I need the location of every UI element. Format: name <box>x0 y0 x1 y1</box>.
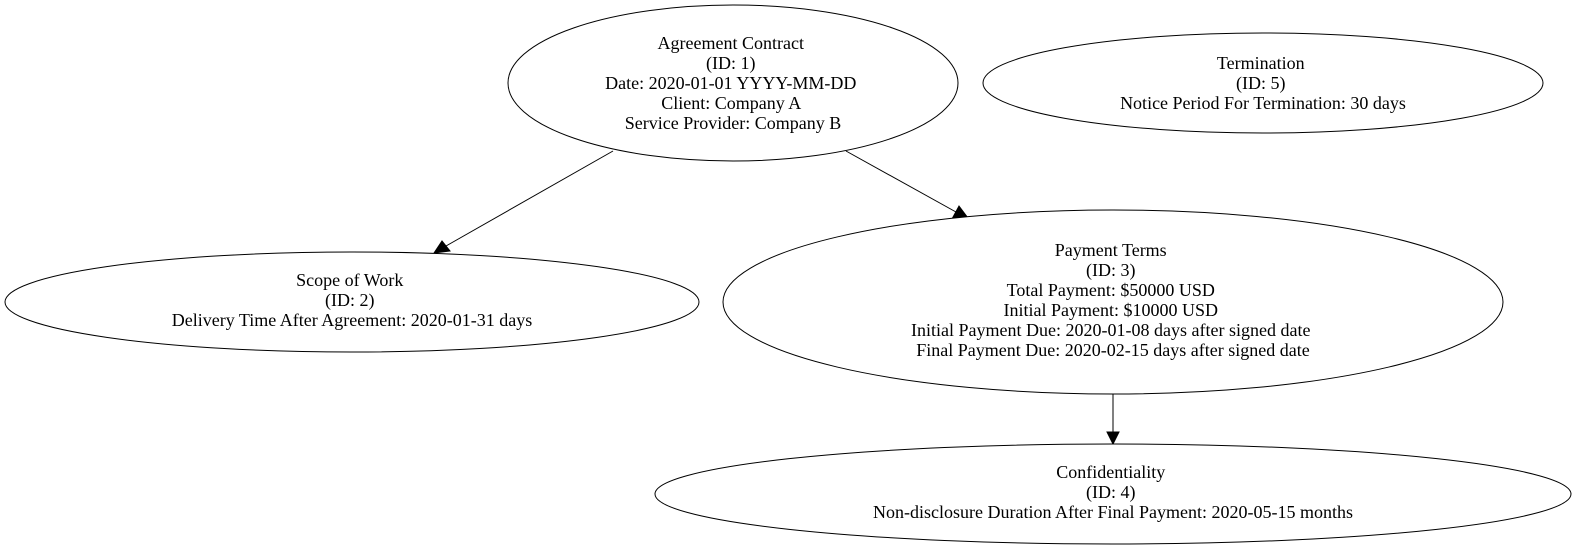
node-id: (ID: 4) <box>1086 482 1135 503</box>
node-detail: Delivery Time After Agreement: 2020-01-3… <box>172 310 532 330</box>
edge-1-to-3 <box>845 150 969 220</box>
node-detail: Total Payment: $50000 USD <box>1007 280 1215 300</box>
node-detail: Initial Payment Due: 2020-01-08 days aft… <box>911 320 1310 340</box>
node-id: (ID: 3) <box>1086 260 1135 281</box>
node-title: Termination <box>1217 53 1305 73</box>
node-detail: Notice Period For Termination: 30 days <box>1120 93 1406 113</box>
node-detail: Date: 2020-01-01 YYYY-MM-DD <box>605 73 856 93</box>
edge-1-to-2 <box>432 150 614 254</box>
node-id: (ID: 5) <box>1236 73 1285 94</box>
svg-text:Payment Terms (ID: 3): Payment Terms (ID: 3) Total Payment: $50… <box>911 240 1315 360</box>
node-title: Payment Terms <box>1055 240 1167 260</box>
node-detail: Service Provider: Company B <box>625 113 841 133</box>
edge-3-to-4 <box>1106 394 1120 446</box>
node-title: Agreement Contract <box>658 33 804 53</box>
node-title: Scope of Work <box>296 270 403 290</box>
node-detail: Client: Company A <box>661 93 801 113</box>
svg-text:Scope of Work (ID: 2): Scope of Work (ID: 2) Delivery Time Afte… <box>172 270 532 330</box>
node-confidentiality: Confidentiality (ID: 4) Non-disclosure D… <box>654 443 1572 545</box>
node-title: Confidentiality <box>1056 462 1165 482</box>
node-id: (ID: 1) <box>706 53 755 74</box>
node-scope-of-work: Scope of Work (ID: 2) Delivery Time Afte… <box>4 251 700 353</box>
arrowhead-icon <box>432 240 451 254</box>
node-payment-terms: Payment Terms (ID: 3) Total Payment: $50… <box>722 209 1504 395</box>
node-detail: Initial Payment: $10000 USD <box>1004 300 1219 320</box>
arrowhead-icon <box>1106 431 1120 446</box>
svg-text:Termination (ID: 5): Termination (ID: 5) Notice Period For Te… <box>1120 53 1406 113</box>
svg-text:Confidentiality (ID: 4: Confidentiality (ID: 4) Non-disclosure D… <box>873 462 1353 522</box>
node-detail: Final Payment Due: 2020-02-15 days after… <box>916 340 1309 360</box>
node-termination: Termination (ID: 5) Notice Period For Te… <box>982 32 1544 134</box>
node-id: (ID: 2) <box>325 290 374 311</box>
svg-text:Agreement Contract (ID: Agreement Contract (ID: 1) Date: 2020-01… <box>605 33 861 133</box>
node-agreement-contract: Agreement Contract (ID: 1) Date: 2020-01… <box>507 4 959 162</box>
node-detail: Non-disclosure Duration After Final Paym… <box>873 502 1353 522</box>
